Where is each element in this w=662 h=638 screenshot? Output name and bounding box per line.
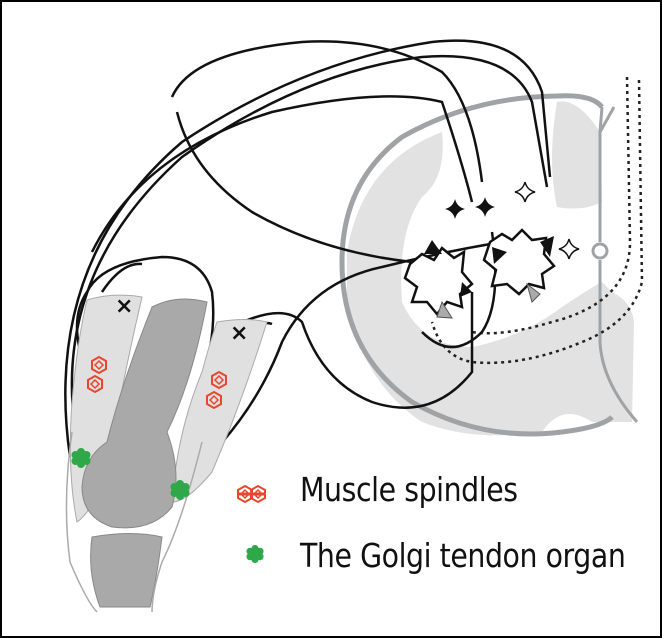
extensor-muscle [171, 319, 268, 503]
legend [237, 485, 266, 563]
motor-neuron-right [482, 228, 556, 296]
legend-golgi-icon [246, 545, 264, 563]
neurons [403, 181, 580, 319]
synapse-icon [492, 247, 507, 264]
spinal-cord [339, 93, 639, 437]
legend-spindle-icon [237, 485, 266, 503]
leg: × × [65, 294, 268, 613]
motor-endplate-icon: × [115, 294, 133, 319]
tibia-bone [90, 533, 163, 608]
synapse-icon [424, 240, 442, 254]
interneuron-icon [445, 199, 465, 219]
synapse-icon [460, 282, 472, 297]
central-canal-line [598, 106, 639, 423]
inhibitory-synapse-icon [436, 300, 453, 319]
interneuron-icon [514, 181, 536, 203]
inhibitory-synapse-icon [526, 282, 541, 303]
cord-outline [339, 93, 614, 437]
femur-bone [81, 298, 208, 529]
interneuron-icon [558, 238, 580, 260]
grey-matter-ventral-horn [347, 132, 634, 436]
interneuron-icon [475, 197, 495, 217]
grey-matter-dorsal-horn [552, 101, 602, 209]
synapse-icon [540, 236, 554, 257]
central-canal [591, 242, 609, 260]
legend-label-golgi-tendon-organ: The Golgi tendon organ [300, 536, 626, 575]
leg-outline [65, 431, 203, 613]
descending-tracts [430, 76, 644, 365]
legend-label-muscle-spindles: Muscle spindles [300, 470, 518, 509]
motor-endplate-icon: × [230, 321, 248, 346]
